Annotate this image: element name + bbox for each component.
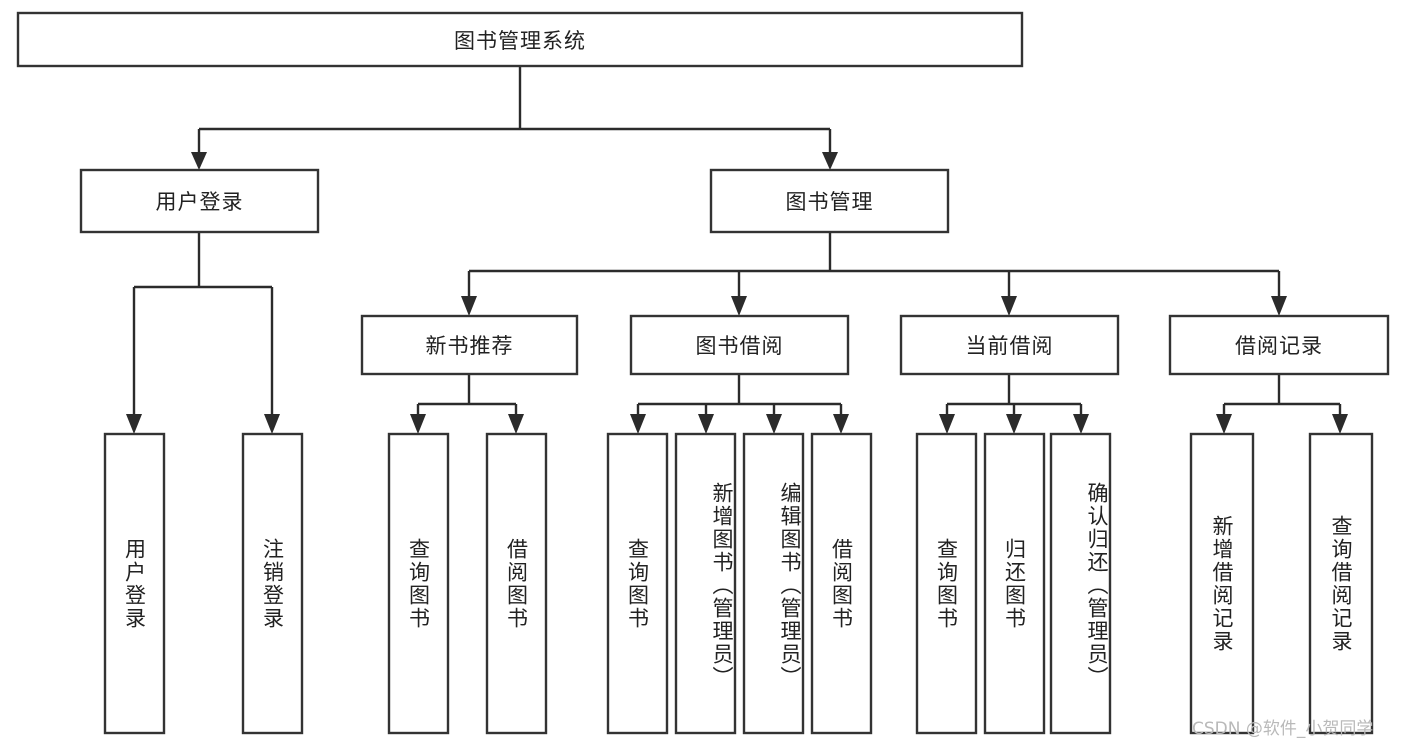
leaf-box-current-borrow-2[interactable] [1049, 432, 1112, 735]
leaf-box-borrow-record-0[interactable] [1189, 432, 1255, 735]
leaf-box-book-borrow-1[interactable] [674, 432, 737, 735]
leaf-box-book-borrow-2[interactable] [742, 432, 805, 735]
leaf-box-new-book-1[interactable] [485, 432, 548, 735]
connectors-root-to-level2 [191, 66, 838, 170]
connectors-userlogin-to-leaves [126, 232, 280, 434]
leaf-box-book-borrow-3[interactable] [810, 432, 873, 735]
node-borrow-record[interactable] [1168, 314, 1390, 376]
node-new-book-recommend[interactable] [360, 314, 579, 376]
connectors-borrowrecord-to-leaves [1216, 374, 1348, 434]
leaf-box-user-login-0[interactable] [103, 432, 166, 735]
leaf-box-borrow-record-1[interactable] [1308, 432, 1374, 735]
leaf-box-user-login-1[interactable] [241, 432, 304, 735]
node-root[interactable] [16, 11, 1024, 68]
connectors-currentborrow-to-leaves [939, 374, 1089, 434]
leaf-box-book-borrow-0[interactable] [606, 432, 669, 735]
node-current-borrow[interactable] [899, 314, 1120, 376]
connectors-bookborrow-to-leaves [630, 374, 849, 434]
leaf-box-current-borrow-0[interactable] [915, 432, 978, 735]
leaf-box-current-borrow-1[interactable] [983, 432, 1046, 735]
node-user-login[interactable] [79, 168, 320, 234]
leaf-box-new-book-0[interactable] [387, 432, 450, 735]
connectors-bookmgmt-to-level3 [461, 232, 1287, 316]
connectors-newbook-to-leaves [410, 374, 524, 434]
node-book-management[interactable] [709, 168, 950, 234]
node-book-borrow[interactable] [629, 314, 850, 376]
